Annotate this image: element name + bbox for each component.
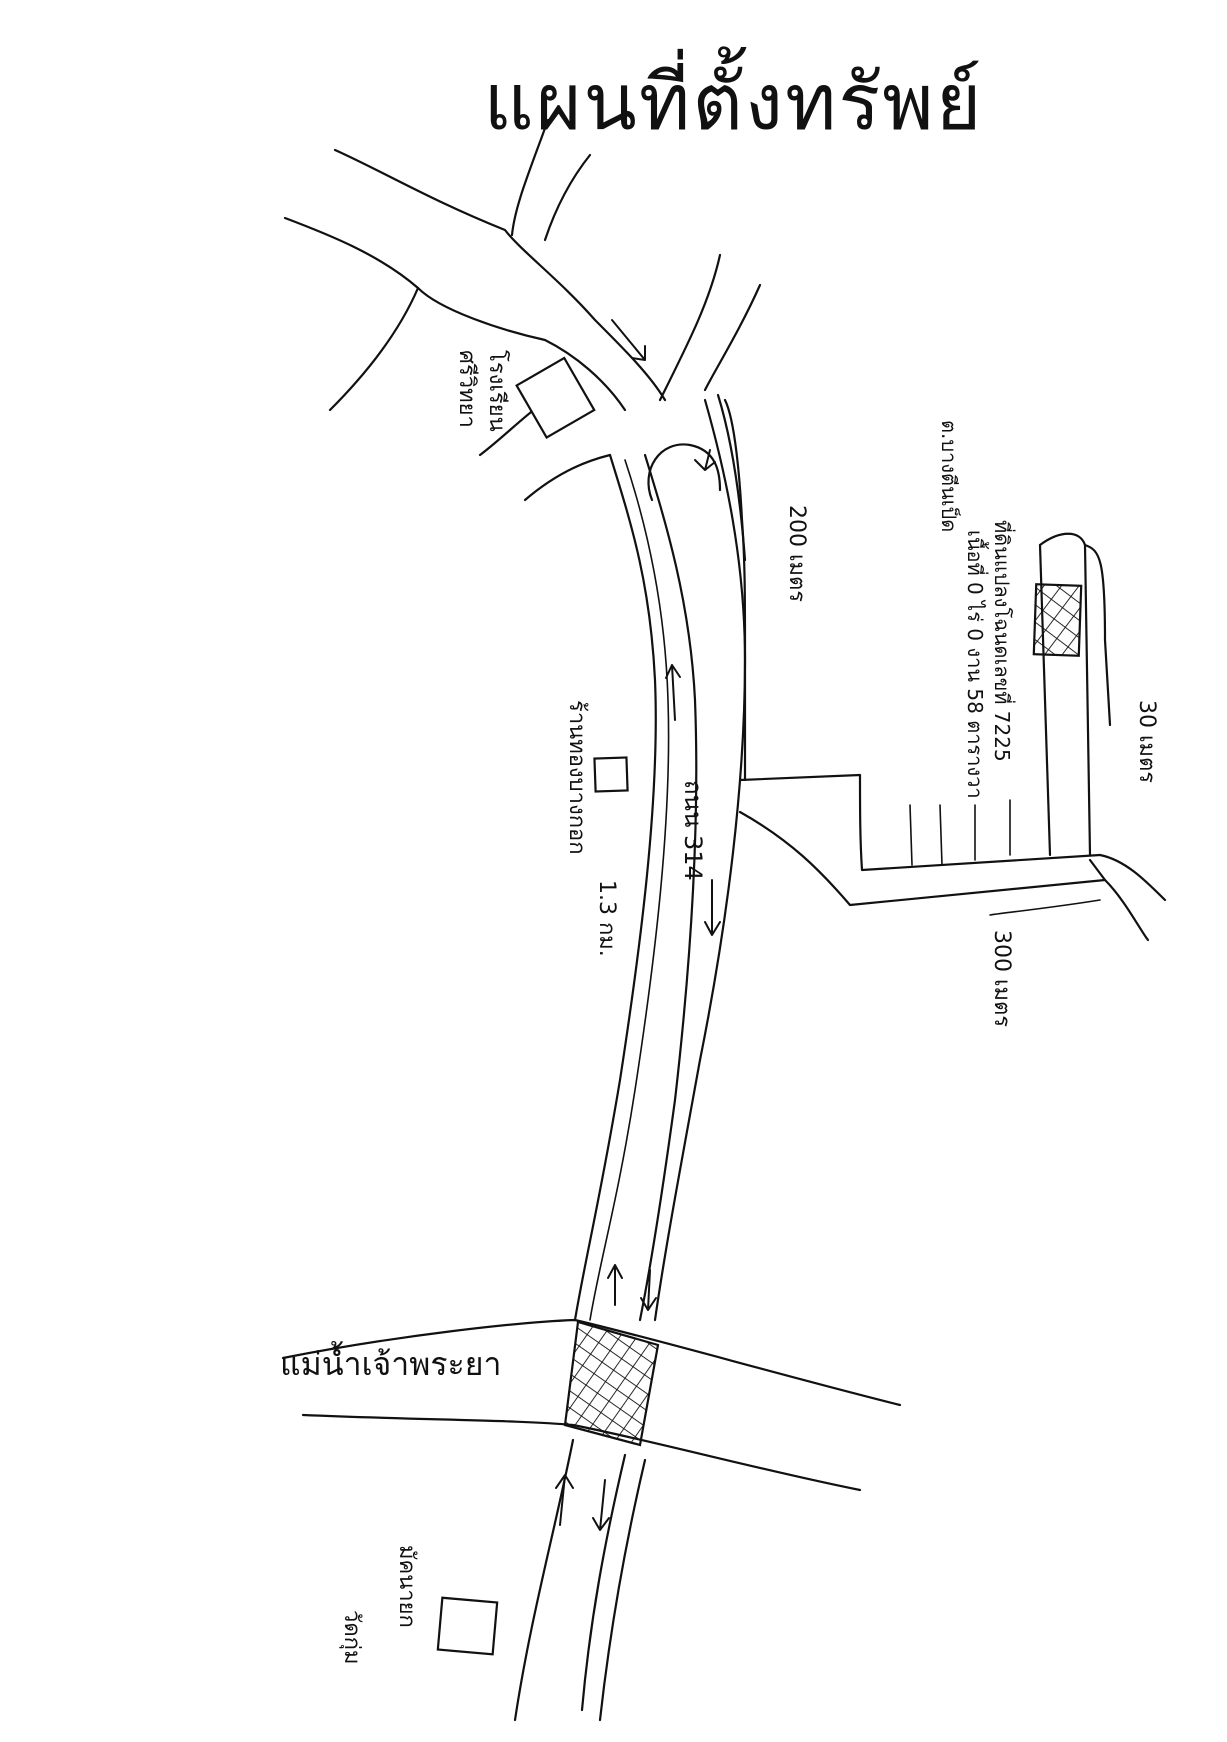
shop-label: ร้านทองบางกอก — [564, 700, 589, 855]
river-label: แม่น้ำเจ้าพระยา — [280, 1341, 501, 1383]
school-label: โรงเรียน — [484, 350, 510, 432]
property-line-2: เนื้อที่ 0 ไร่ 0 งาน 58 ตารางวา — [963, 530, 989, 799]
river-and-bridge — [281, 1318, 902, 1492]
road-label: ถนน 314 — [679, 780, 707, 881]
school-building — [515, 356, 596, 439]
property-parcel — [1032, 583, 1083, 657]
temple-label: วัดกุ่ม — [339, 1610, 364, 1664]
lane-200m-label: 200 เมตร — [784, 505, 809, 602]
property-line-1: ที่ดินแปลงโฉนดเลขที่ 7225 — [990, 520, 1016, 762]
temple-building — [436, 1596, 499, 1656]
page-title: แผนที่ตั้งทรัพย์ — [483, 58, 984, 148]
main-road-314 — [513, 393, 747, 1722]
lane-300m-label: 300 เมตร — [989, 930, 1014, 1027]
lane-300m-bracket — [989, 899, 1101, 916]
u-turn — [647, 443, 722, 502]
traffic-arrows — [555, 319, 721, 1531]
lane-30m-label: 30 เมตร — [1134, 700, 1159, 783]
property-lane — [723, 398, 1167, 942]
property-line-3: ต.บางตีนเป็ด — [937, 420, 962, 532]
school-sublabel: ศรีวิทยา — [454, 350, 479, 428]
upper-intersection — [283, 118, 762, 502]
temple-sublabel: มัคนายก — [394, 1545, 419, 1628]
bridge — [563, 1320, 660, 1447]
shop-building — [593, 756, 629, 793]
shop-sublabel: 1.3 กม. — [594, 880, 619, 957]
